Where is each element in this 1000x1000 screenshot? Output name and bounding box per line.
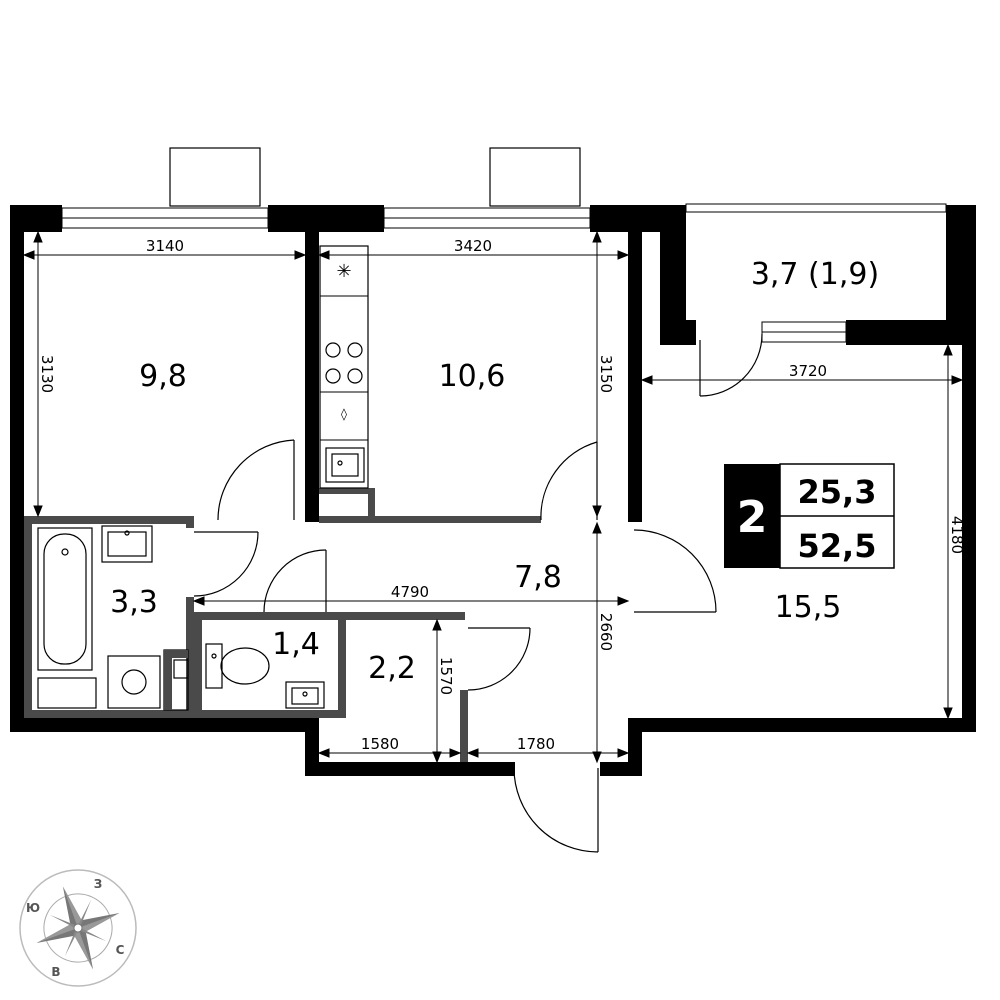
window-bay-right bbox=[489, 147, 581, 207]
window-bays bbox=[169, 147, 581, 207]
compass-south: В bbox=[51, 965, 60, 979]
toilet-sink-icon bbox=[285, 681, 325, 709]
exterior-walls bbox=[10, 205, 976, 776]
dim-1580: 1580 bbox=[361, 735, 399, 753]
window-balcony bbox=[685, 203, 947, 213]
stove-icon bbox=[325, 342, 363, 384]
compass-east: С bbox=[116, 943, 125, 957]
dim-1780: 1780 bbox=[517, 735, 555, 753]
room-area-bathroom: 3,3 bbox=[110, 585, 158, 620]
dim-3420: 3420 bbox=[454, 237, 492, 255]
dim-4790: 4790 bbox=[391, 583, 429, 601]
room-area-storage: 2,2 bbox=[368, 651, 416, 686]
rooms-count: 2 bbox=[737, 492, 768, 543]
kitchen-counter bbox=[319, 245, 369, 489]
room-area-bedroom: 9,8 bbox=[139, 359, 187, 394]
dim-3150: 3150 bbox=[597, 355, 615, 393]
dim-3130: 3130 bbox=[38, 355, 56, 393]
dimension-labels: 3140 3420 3720 4790 1580 1780 3130 3150 … bbox=[38, 237, 966, 753]
compass-ring bbox=[19, 869, 137, 987]
window-bay-left bbox=[169, 147, 261, 207]
total-area-value: 52,5 bbox=[798, 527, 877, 565]
dim-1570: 1570 bbox=[437, 657, 455, 695]
toilet-icon bbox=[205, 643, 270, 689]
compass-rose-icon bbox=[36, 886, 120, 970]
fridge-icon: ✳ bbox=[336, 261, 351, 282]
bathtub-icon bbox=[37, 527, 93, 671]
living-area-value: 25,3 bbox=[798, 473, 877, 511]
compass-west: Ю bbox=[26, 901, 40, 915]
room-area-hall: 7,8 bbox=[514, 560, 562, 595]
dim-3140: 3140 bbox=[146, 237, 184, 255]
doors bbox=[193, 333, 763, 853]
dim-2660: 2660 bbox=[597, 613, 615, 651]
dimension-lines bbox=[22, 230, 964, 764]
washing-machine-icon bbox=[107, 655, 161, 709]
summary-badge: 2 25,3 52,5 bbox=[724, 463, 895, 569]
room-area-toilet: 1,4 bbox=[272, 627, 320, 662]
dim-4180: 4180 bbox=[948, 516, 966, 554]
compass-north: З bbox=[94, 877, 103, 891]
compass: З С В Ю bbox=[19, 869, 137, 987]
interior-walls bbox=[24, 232, 541, 762]
dishwasher-icon: ◊ bbox=[341, 407, 347, 421]
room-labels: 9,8 10,6 3,7 (1,9) 15,5 7,8 3,3 1,4 2,2 bbox=[110, 257, 879, 686]
windows bbox=[61, 203, 947, 343]
rooms-count-box bbox=[724, 464, 780, 568]
room-area-kitchen: 10,6 bbox=[439, 359, 506, 394]
dim-3720: 3720 bbox=[789, 362, 827, 380]
fixtures: ✳ ◊ bbox=[37, 245, 369, 711]
room-area-living: 15,5 bbox=[775, 590, 842, 625]
room-area-balcony: 3,7 (1,9) bbox=[751, 257, 879, 292]
kitchen-sink-icon bbox=[325, 447, 365, 483]
bathroom-sink-icon bbox=[101, 525, 153, 563]
